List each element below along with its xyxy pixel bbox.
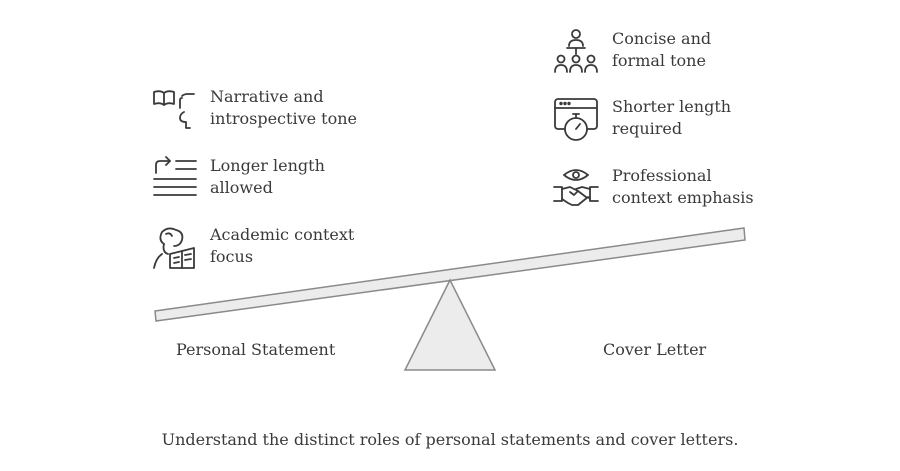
left-item-narrative-line1: Narrative and xyxy=(210,87,324,106)
long-text-lines-icon xyxy=(150,155,198,203)
left-item-narrative: Narrative and introspective tone xyxy=(150,86,360,134)
right-item-concise-line1: Concise and xyxy=(612,29,712,48)
diagram-caption: Understand the distinct roles of persona… xyxy=(161,430,739,449)
left-item-length-line1: Longer length xyxy=(210,156,325,175)
left-item-length-line2: allowed xyxy=(210,178,273,197)
seesaw-beam xyxy=(154,227,746,322)
right-item-length: Shorter length required xyxy=(552,96,762,144)
right-item-concise-line2: formal tone xyxy=(612,51,706,70)
right-item-professional-line2: context emphasis xyxy=(612,188,754,207)
cover-letter-label: Cover Letter xyxy=(603,340,707,359)
right-item-length-line1: Shorter length xyxy=(612,97,732,116)
presenter-audience-icon xyxy=(552,28,600,76)
eye-handshake-icon xyxy=(552,165,600,213)
left-item-academic-line2: focus xyxy=(210,247,254,266)
left-item-narrative-line2: introspective tone xyxy=(210,109,357,128)
left-item-length: Longer length allowed xyxy=(150,155,360,203)
personal-statement-label: Personal Statement xyxy=(176,340,336,359)
right-item-professional-line1: Professional xyxy=(612,166,712,185)
person-reading-icon xyxy=(150,224,198,272)
seesaw-fulcrum xyxy=(403,278,497,371)
right-item-concise: Concise and formal tone xyxy=(552,28,762,76)
right-item-length-line2: required xyxy=(612,119,683,138)
right-item-professional: Professional context emphasis xyxy=(552,165,762,213)
book-and-speech-icon xyxy=(150,86,198,134)
left-item-academic: Academic context focus xyxy=(150,224,360,272)
browser-stopwatch-icon xyxy=(552,96,600,144)
left-item-academic-line1: Academic context xyxy=(210,225,355,244)
